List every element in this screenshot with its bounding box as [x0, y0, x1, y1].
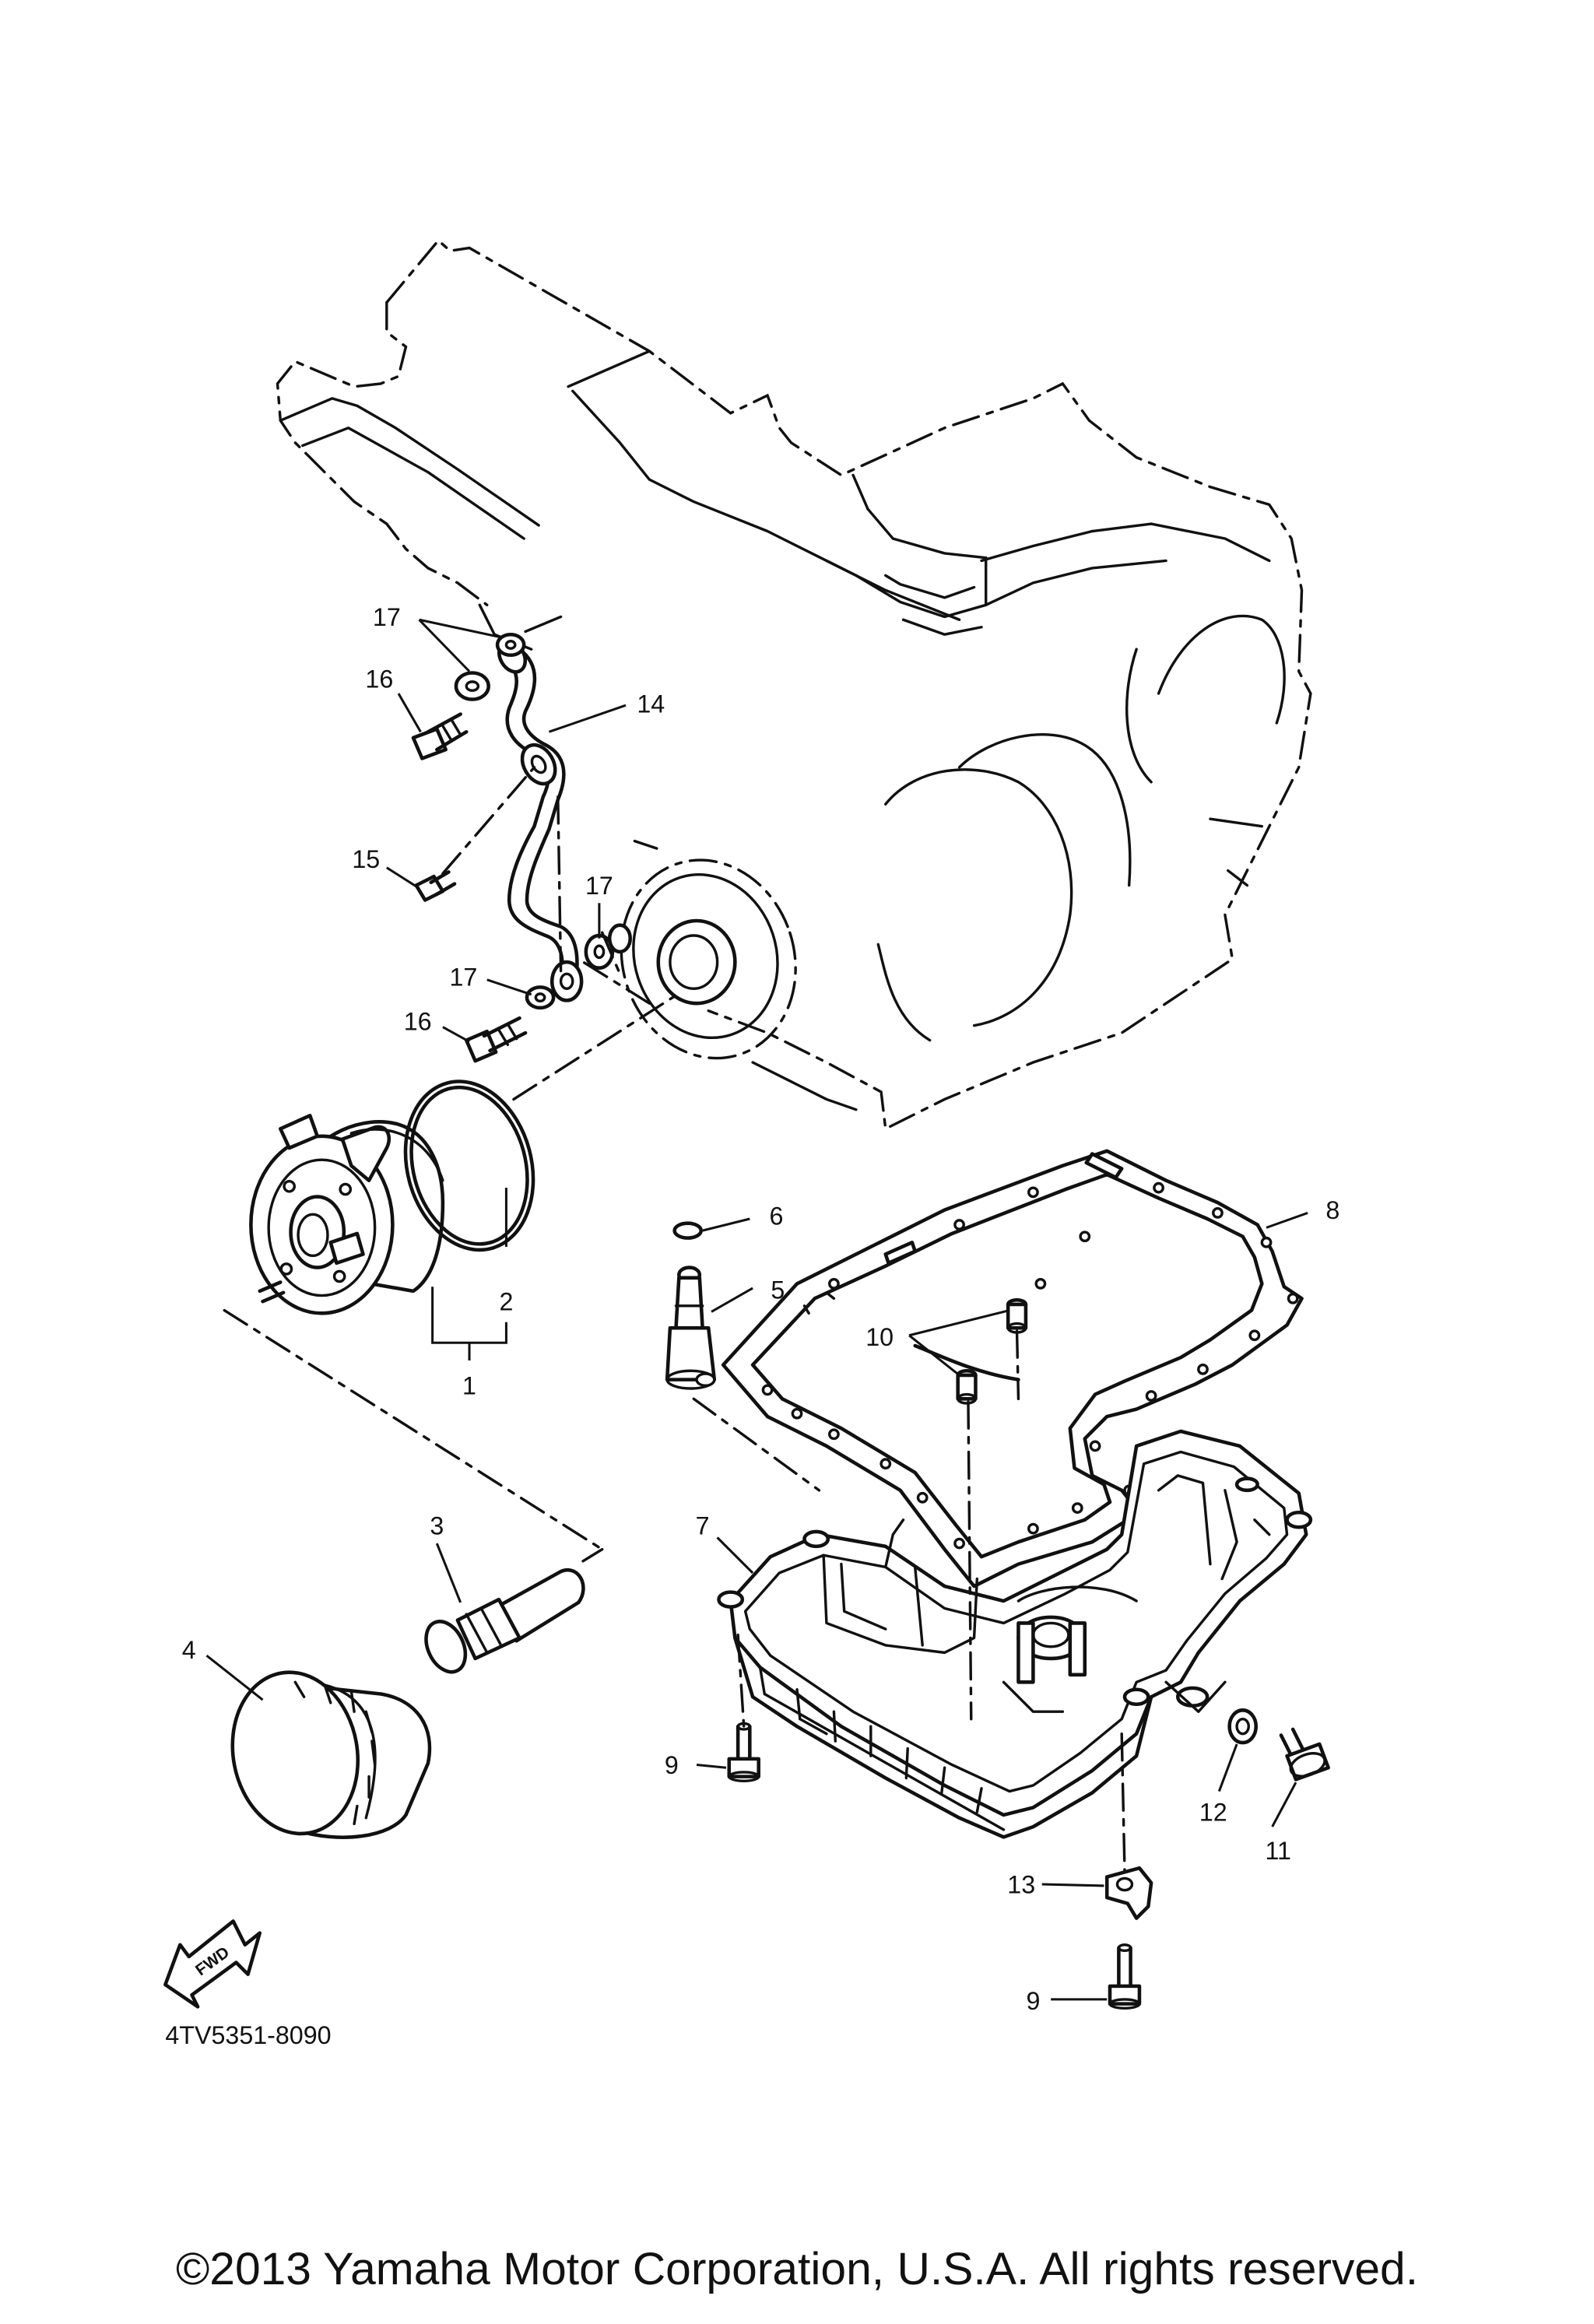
callout-labels: 1 2 3 4 5 6 7 8 9 9 10 11 12 13 14 15 16…: [182, 603, 1340, 2015]
union-bolt-part-16-lower: [464, 1016, 528, 1063]
callout-17-right: 17: [585, 872, 613, 900]
oil-cooler-part-1: [249, 1114, 445, 1315]
callout-17-lower: 17: [450, 963, 478, 991]
bolt-part-9-upper: [727, 1722, 760, 1783]
oil-strainer-part-5: [665, 1266, 717, 1390]
dowel-pin-part-10: [956, 1297, 1028, 1405]
copyright-notice: ©2013 Yamaha Motor Corporation, U.S.A. A…: [176, 2244, 1418, 2294]
oil-filter-part-4: [230, 1670, 432, 1839]
callout-10: 10: [865, 1323, 894, 1351]
union-bolt-part-16-upper: [411, 712, 469, 760]
forward-direction-arrow: FWD: [163, 1919, 262, 2009]
callout-11: 11: [1265, 1837, 1290, 1865]
callout-16-lower: 16: [404, 1007, 432, 1035]
callout-12: 12: [1199, 1799, 1227, 1827]
bolt-part-15: [414, 870, 457, 902]
union-bolt-part-3: [424, 1568, 585, 1674]
o-ring-part-2: [403, 1080, 535, 1252]
drain-bolt-part-11: [1279, 1727, 1330, 1782]
engine-block-outline: [276, 238, 1312, 1131]
assembly-alignment-lines: [223, 766, 1126, 1873]
o-ring-part-6: [672, 1221, 704, 1240]
callout-14: 14: [637, 690, 665, 718]
callout-8: 8: [1325, 1196, 1339, 1224]
bracket-part-13: [1104, 1866, 1153, 1920]
diagram-reference-code: 4TV5351-8090: [165, 2021, 331, 2049]
bolt-part-9-lower: [1108, 1943, 1142, 2010]
callout-16-upper: 16: [365, 665, 393, 693]
gasket-part-12: [1227, 1708, 1259, 1745]
oil-cooler-mount-boss: [620, 858, 797, 1060]
callout-17-top: 17: [373, 603, 401, 631]
callout-5: 5: [771, 1276, 785, 1304]
oil-pipe-part-14: [497, 639, 584, 1002]
callout-4: 4: [182, 1636, 196, 1664]
oil-pan-part-7: [717, 1429, 1313, 1839]
callout-7: 7: [696, 1512, 710, 1540]
callout-9-lower: 9: [1026, 1987, 1040, 2015]
callout-6: 6: [769, 1202, 783, 1230]
callout-3: 3: [430, 1512, 444, 1540]
callout-leader-lines: [205, 618, 1308, 2001]
callout-13: 13: [1007, 1870, 1035, 1898]
callout-15: 15: [352, 845, 380, 873]
sealing-washer-part-17: [454, 632, 632, 1010]
oil-pan-gasket-part-8: [721, 1149, 1304, 1589]
callout-9-upper: 9: [665, 1751, 679, 1779]
callout-1: 1: [462, 1372, 476, 1400]
callout-2: 2: [499, 1288, 513, 1316]
